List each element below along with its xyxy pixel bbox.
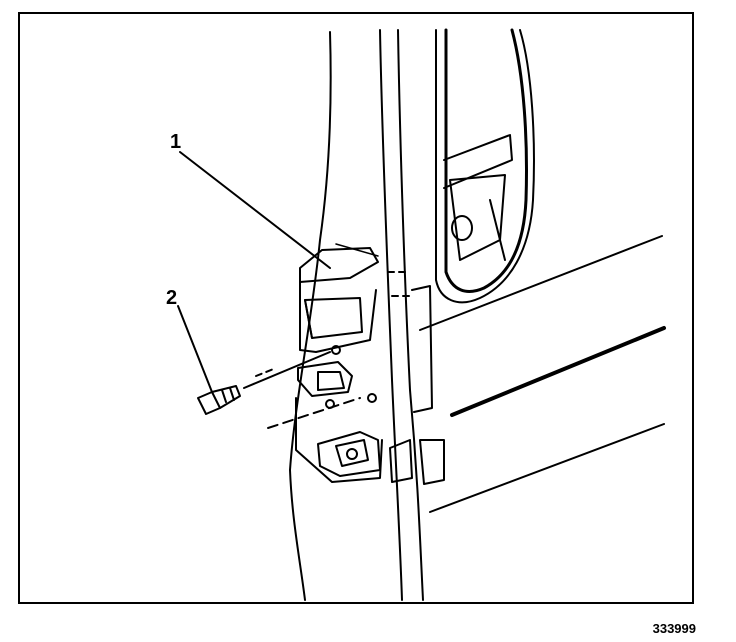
diagram-frame xyxy=(18,12,694,604)
body-pillar xyxy=(289,29,424,601)
striker-bracket-icon xyxy=(295,243,445,485)
figure-number: 333999 xyxy=(652,621,696,636)
bolt-alignment-lines xyxy=(243,345,377,429)
callout-1-label: 1 xyxy=(170,131,182,153)
rear-window-opening xyxy=(435,28,535,304)
callout-1-leader xyxy=(179,151,331,269)
callout-2-label: 2 xyxy=(166,287,178,309)
bolt-icon xyxy=(197,385,241,415)
door-panel xyxy=(419,235,666,513)
callout-2-leader xyxy=(177,305,213,393)
